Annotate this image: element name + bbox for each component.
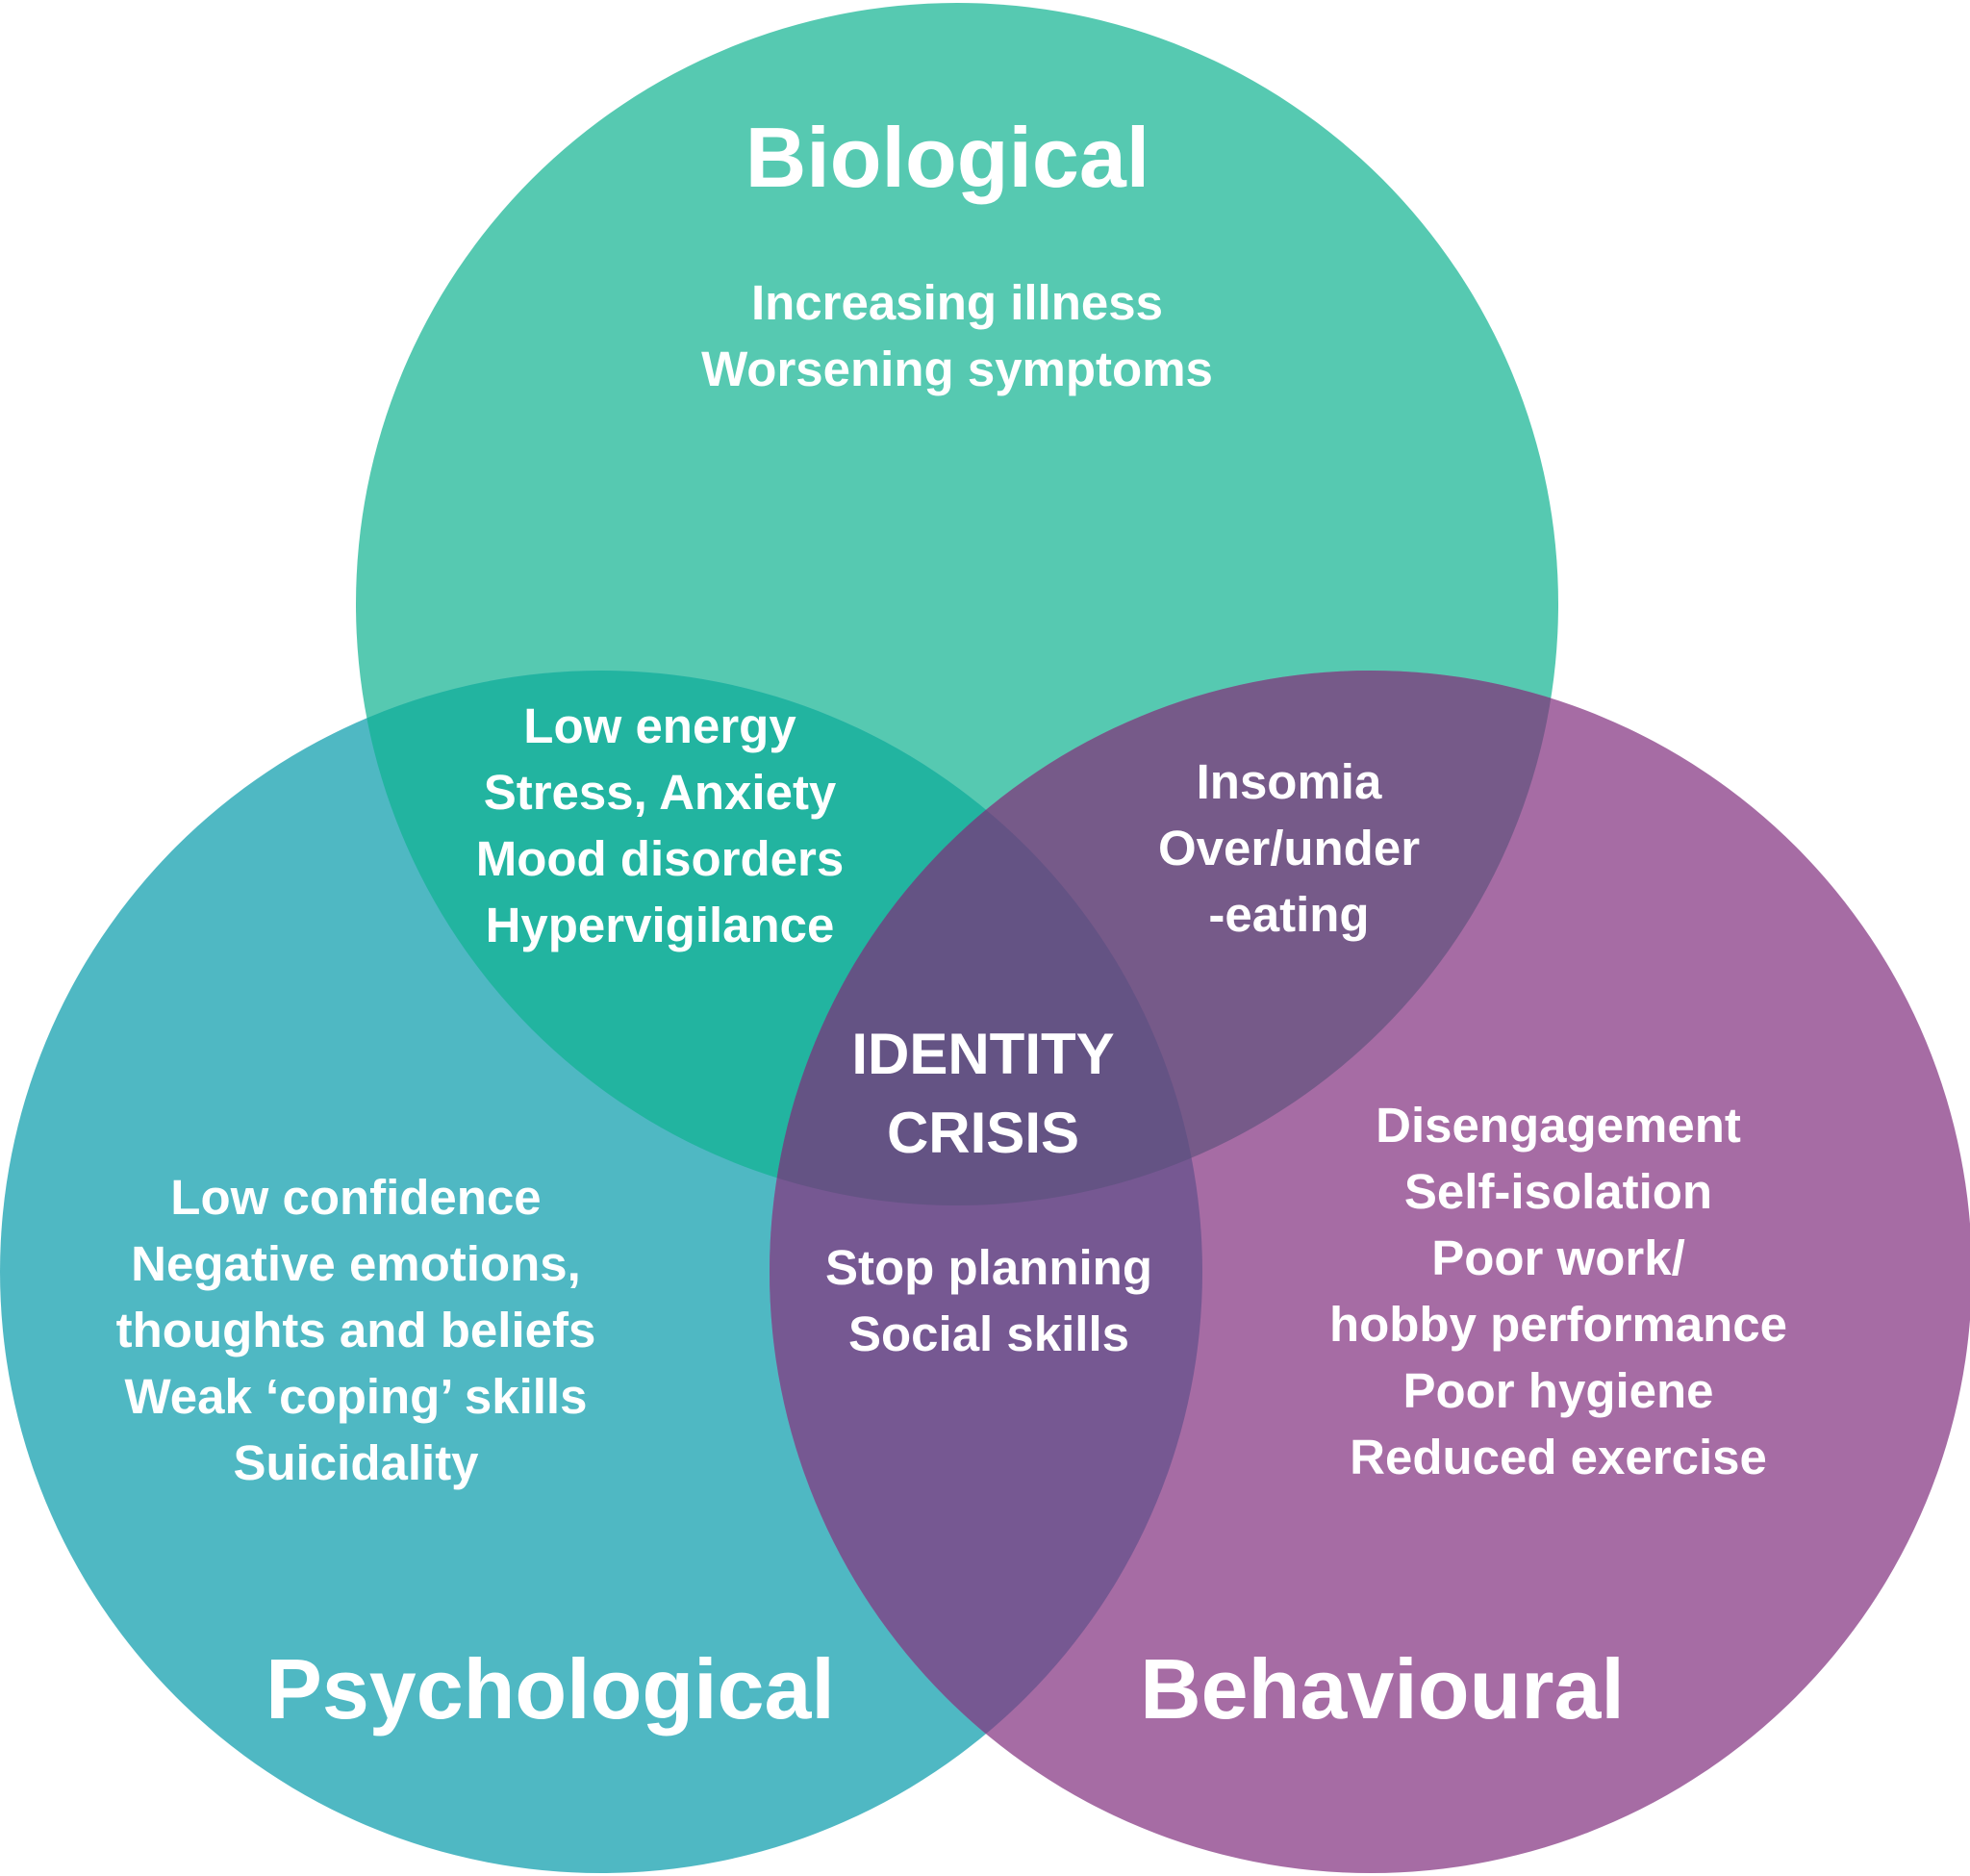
text-line: Negative emotions, (131, 1236, 581, 1291)
psychological-title: Psychological (265, 1641, 835, 1737)
text-line: Increasing illness (750, 275, 1164, 330)
text-line: hobby performance (1328, 1297, 1788, 1352)
biological-title: Biological (745, 110, 1150, 205)
text-line: Low confidence (170, 1170, 542, 1225)
text-line: Low energy (523, 698, 796, 753)
text-line: Reduced exercise (1350, 1430, 1767, 1484)
text-line: Hypervigilance (485, 898, 835, 952)
text-line: Stress, Anxiety (483, 765, 837, 820)
text-line: thoughts and beliefs (115, 1303, 596, 1357)
text-line: IDENTITY (851, 1022, 1115, 1086)
text-line: Social skills (847, 1306, 1130, 1361)
text-line: Poor work/ (1431, 1230, 1685, 1285)
text-line: Self-isolation (1403, 1164, 1713, 1219)
text-line: Over/under (1157, 821, 1421, 875)
text-line: -eating (1208, 887, 1370, 942)
text-line: Weak ‘coping’ skills (124, 1369, 588, 1424)
text-line: Worsening symptoms (701, 342, 1213, 396)
behavioural-title: Behavioural (1140, 1641, 1625, 1737)
text-line: Insomia (1196, 754, 1382, 809)
center-label: IDENTITY CRISIS (851, 1015, 1114, 1173)
text-line: Disengagement (1376, 1098, 1741, 1153)
text-line: CRISIS (886, 1101, 1080, 1165)
text-line: Suicidality (233, 1435, 479, 1490)
text-line: Stop planning (825, 1240, 1152, 1295)
center-overlap (770, 671, 1202, 1205)
text-line: Poor hygiene (1402, 1363, 1714, 1418)
text-line: Mood disorders (475, 831, 845, 886)
